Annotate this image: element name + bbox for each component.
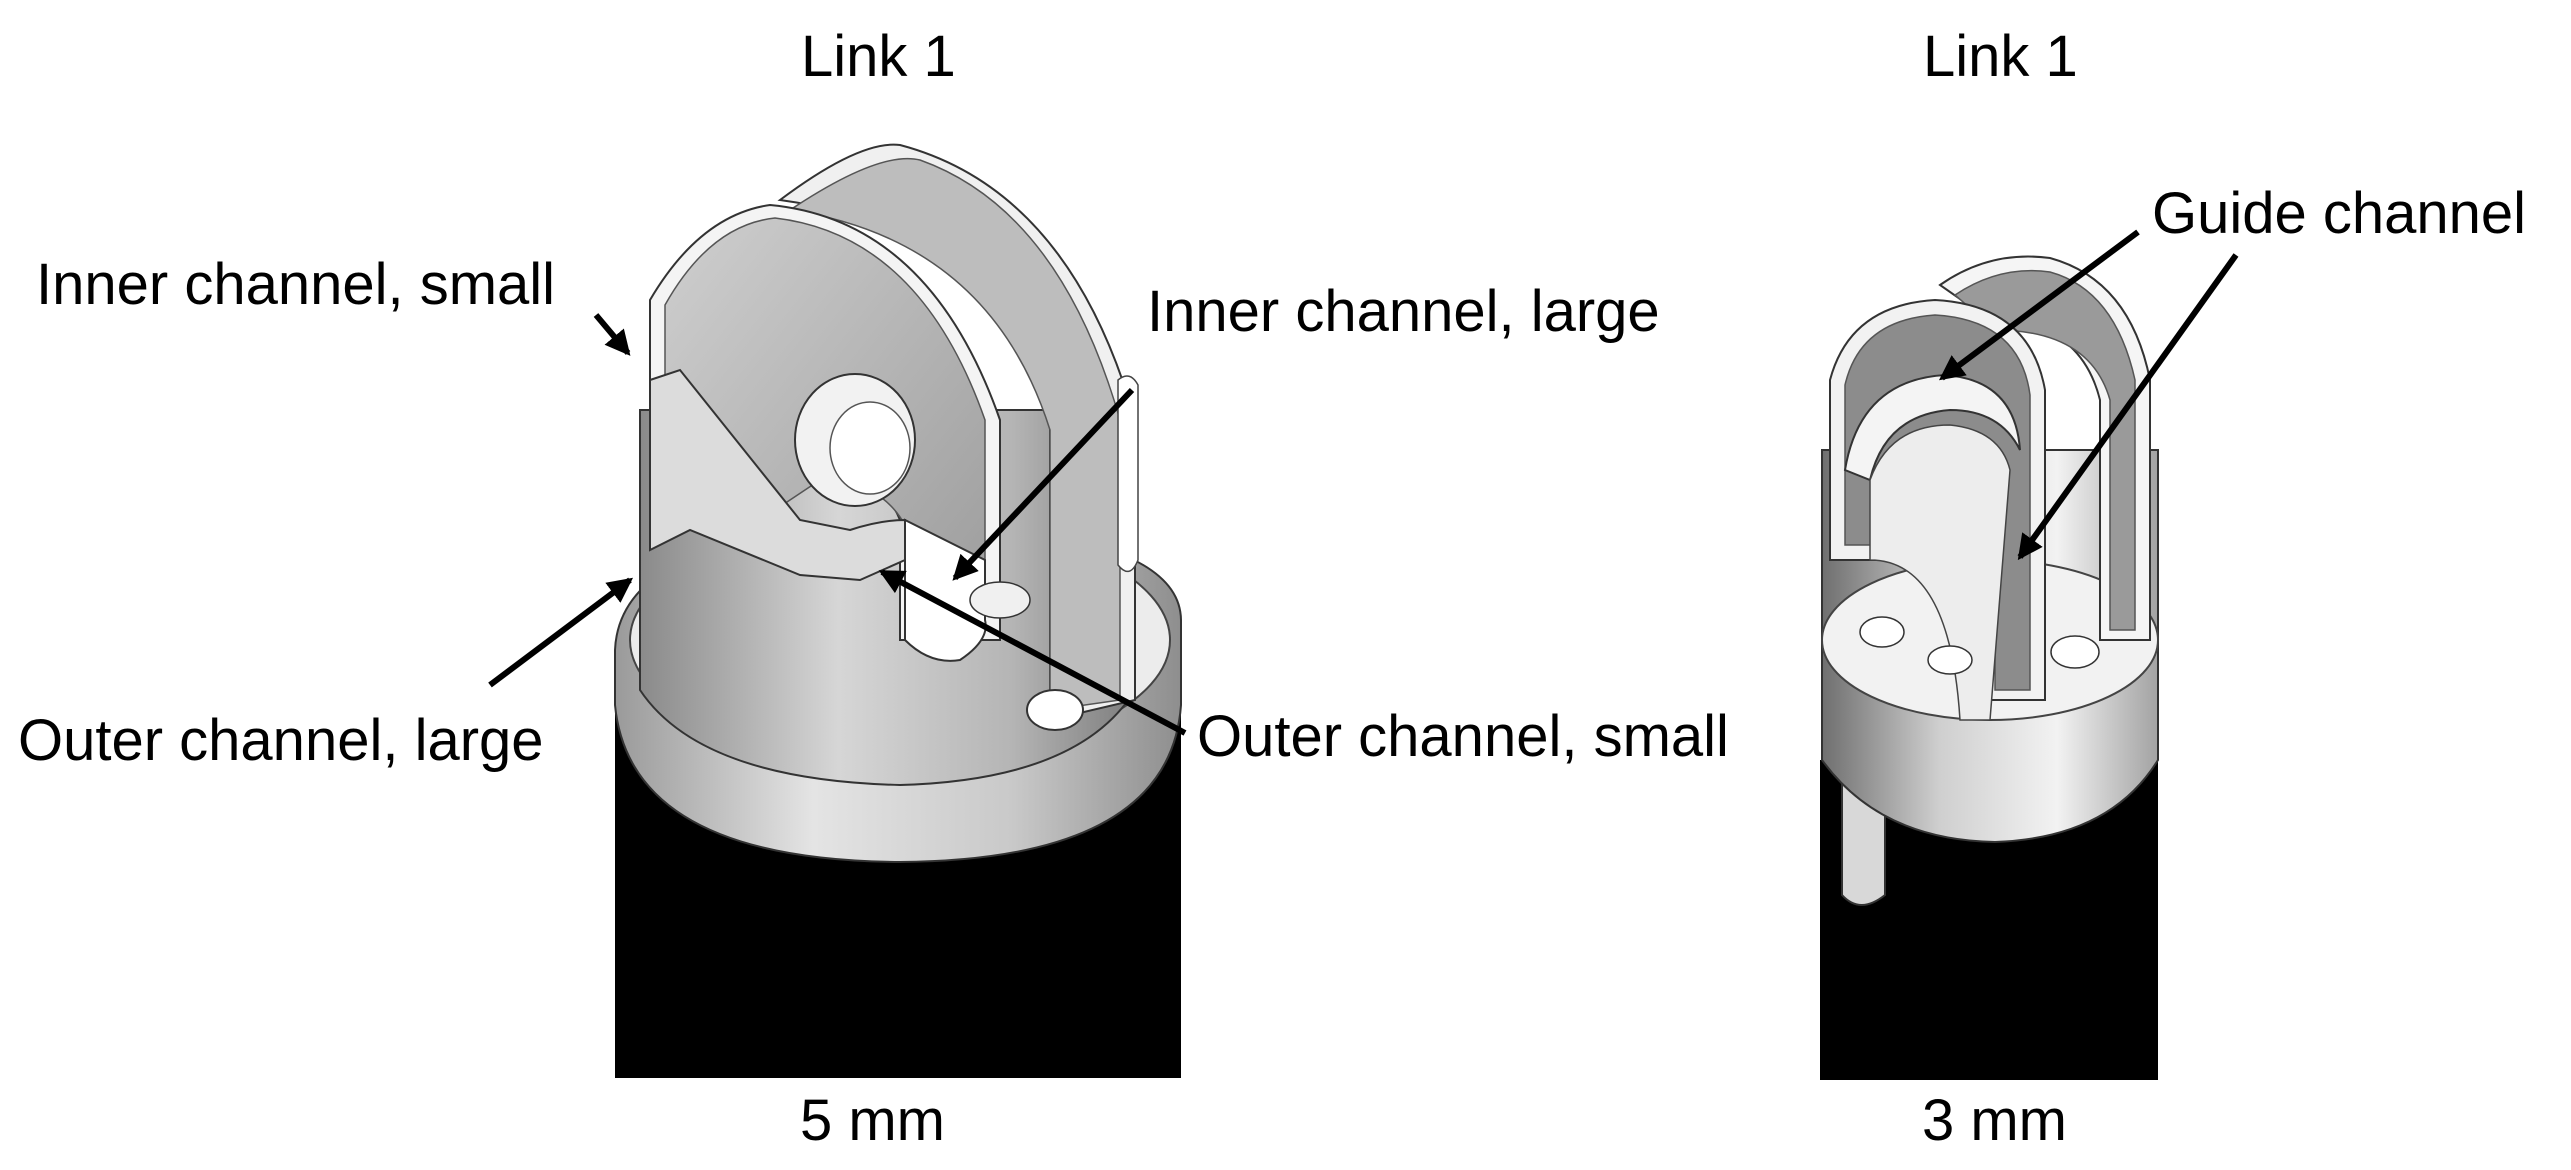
left-part-model — [614, 143, 1182, 1078]
arrow-guide-2 — [2017, 253, 2239, 561]
arrow-outer-small — [878, 569, 1187, 736]
label-inner-channel-large: Inner channel, large — [1147, 279, 1660, 344]
arrow-guide-1 — [1938, 229, 2140, 381]
right-part-model — [1820, 255, 2159, 1080]
right-size-label: 3 mm — [1922, 1088, 2067, 1153]
label-outer-channel-large: Outer channel, large — [18, 708, 544, 773]
left-size-label: 5 mm — [800, 1088, 945, 1153]
arrow-outer-large — [488, 577, 634, 688]
arrow-inner-small — [593, 313, 631, 356]
label-outer-channel-small: Outer channel, small — [1197, 704, 1729, 769]
label-inner-channel-small: Inner channel, small — [36, 252, 556, 317]
label-guide-channel: Guide channel — [2152, 181, 2527, 246]
callout-arrows — [488, 229, 2239, 736]
left-title: Link 1 — [801, 24, 956, 89]
right-title: Link 1 — [1923, 24, 2078, 89]
arrow-inner-large — [952, 387, 1135, 581]
